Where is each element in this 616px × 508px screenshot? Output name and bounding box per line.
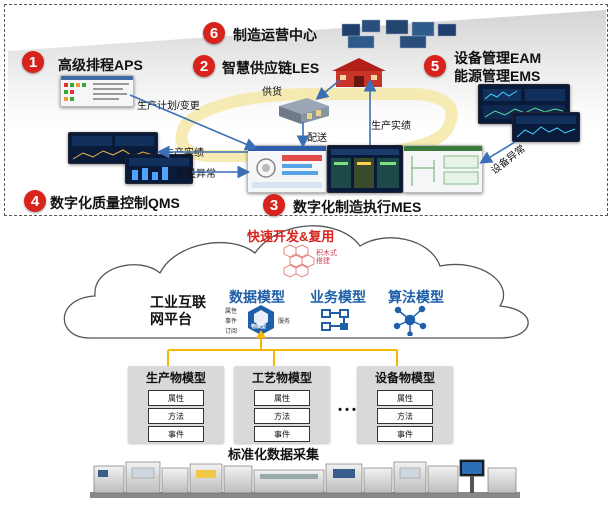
process-model-row-event: 事件 (254, 426, 310, 442)
module-3-badge: 3 (263, 194, 285, 216)
production-model-row-attr: 属性 (148, 390, 204, 406)
blocks-label: 积木式 搭建 (316, 250, 337, 265)
production-model-row-event: 事件 (148, 426, 204, 442)
flow-quality-exception: 质量异常 (176, 169, 216, 180)
module-5-badge: 5 (424, 55, 446, 77)
hex-blocks-icon (283, 244, 315, 278)
module-6-badge: 6 (203, 22, 225, 44)
attr-property: 属性 (225, 309, 238, 315)
warehouse-icon (279, 98, 329, 124)
qms-screen-2 (125, 154, 193, 184)
process-model-box: 工艺物模型 属性 方法 事件 (234, 366, 330, 443)
production-line-machines (90, 459, 520, 498)
mes-screen-2 (327, 145, 403, 193)
equipment-model-row-attr: 属性 (377, 390, 433, 406)
mes-screen-3 (403, 145, 483, 193)
mes-landscape-frame (4, 4, 608, 216)
loop-track (175, 88, 458, 162)
equipment-model-title: 设备物模型 (374, 371, 435, 385)
data-model-title: 数据模型 (229, 289, 285, 305)
equipment-model-box: 设备物模型 属性 方法 事件 (357, 366, 453, 443)
algorithm-model-title: 算法模型 (388, 289, 444, 305)
attr-service: 服务 (278, 319, 291, 325)
module-6-title: 制造运营中心 (233, 27, 317, 43)
module-3-title: 数字化制造执行MES (293, 199, 422, 215)
ops-center-tiles (341, 19, 457, 49)
business-model-icon (321, 309, 349, 331)
module-4-badge: 4 (24, 190, 46, 212)
data-model-hex-icon (248, 305, 274, 335)
production-model-title: 生产物模型 (145, 371, 206, 385)
flow-delivery: 配送 (307, 133, 327, 144)
equipment-model-row-method: 方法 (377, 408, 433, 424)
aps-screen (60, 75, 134, 107)
flow-plan-change: 生产计划/变更 (137, 101, 200, 112)
module-5-title-line2: 能源管理EMS (454, 68, 541, 84)
module-4-title: 数字化质量控制QMS (50, 195, 180, 211)
attr-event: 事件 (225, 319, 238, 325)
flow-prod-actual-right: 生产实绩 (371, 121, 411, 132)
equipment-model-row-event: 事件 (377, 426, 433, 442)
module-1-badge: 1 (22, 51, 44, 73)
module-2-badge: 2 (193, 55, 215, 77)
process-model-row-method: 方法 (254, 408, 310, 424)
hex-center-label: 物模型 (251, 324, 267, 330)
cloud-shape (63, 225, 529, 339)
production-model-box: 生产物模型 属性 方法 事件 (128, 366, 224, 443)
rapid-dev-label: 快速开发&复用 (247, 229, 335, 244)
algorithm-model-icon (393, 305, 427, 336)
flow-prod-actual-left: 生产实绩 (164, 148, 204, 159)
process-model-title: 工艺物模型 (251, 371, 312, 385)
business-model-title: 业务模型 (310, 289, 366, 305)
mes-screen-1 (247, 145, 327, 193)
top-flow-arrows (129, 78, 516, 179)
attr-subscribe: 订阅 (225, 329, 238, 335)
platform-floor (8, 10, 606, 162)
data-collection-label: 标准化数据采集 (228, 447, 320, 462)
model-connectors (167, 330, 398, 366)
module-1-title: 高级排程APS (58, 57, 143, 73)
flow-supply: 供货 (262, 87, 282, 98)
ellipsis: • • • (338, 404, 356, 416)
production-model-row-method: 方法 (148, 408, 204, 424)
process-model-row-attr: 属性 (254, 390, 310, 406)
ems-screen (512, 112, 580, 142)
module-2-title: 智慧供应链LES (222, 60, 320, 76)
platform-label-line2: 网平台 (150, 311, 192, 327)
platform-label-line1: 工业互联 (150, 294, 206, 310)
module-5-title-line1: 设备管理EAM (454, 50, 542, 66)
qms-screen-1 (68, 132, 158, 164)
